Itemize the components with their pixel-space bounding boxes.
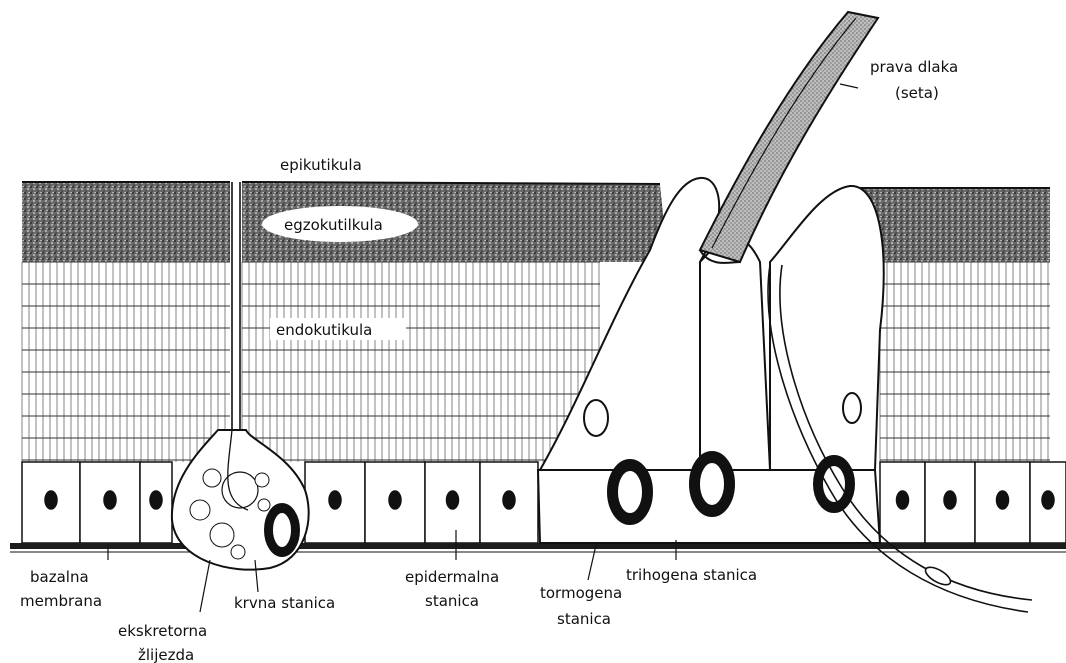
epidermal-cell-label-line1: epidermalna <box>405 568 499 586</box>
gland-label-line1: ekskretorna <box>118 622 207 640</box>
epicuticle-label: epikutikula <box>280 156 362 174</box>
exocuticle-label: egzokutilkula <box>284 216 383 234</box>
tormogen-cell-label-line2: stanica <box>557 610 611 628</box>
seta-label-line2: (seta) <box>895 84 939 102</box>
basal-membrane-label-line1: bazalna <box>30 568 89 586</box>
blood-cell-label: krvna stanica <box>234 594 335 612</box>
excretory-gland <box>172 430 309 570</box>
gland-label-line2: žlijezda <box>138 646 194 663</box>
basal-membrane <box>10 543 1066 552</box>
basal-membrane-label-line2: membrana <box>20 592 102 610</box>
gland-duct <box>232 182 240 430</box>
epidermal-cell-label-line2: stanica <box>425 592 479 610</box>
endocuticle-layer <box>22 262 1050 462</box>
seta-label-line1: prava dlaka <box>870 58 958 76</box>
trichogen-cell-label: trihogena stanica <box>626 566 757 584</box>
endocuticle-label: endokutikula <box>276 321 372 339</box>
tormogen-cell-label-line1: tormogena <box>540 584 622 602</box>
exocuticle-layer <box>22 182 1050 262</box>
